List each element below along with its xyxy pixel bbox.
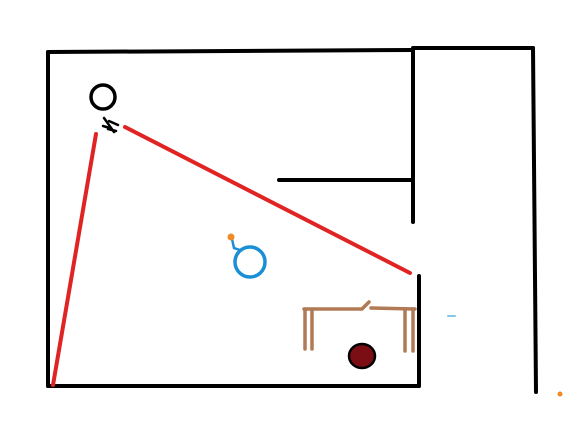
laser-beam-left <box>51 132 98 387</box>
turret-icon <box>101 116 120 134</box>
portal-marker-dot <box>227 233 235 241</box>
portal-icon <box>227 233 267 279</box>
portal-ring <box>233 245 267 279</box>
table-top-crack <box>361 300 371 310</box>
room-walls <box>46 46 538 394</box>
ball-icon <box>347 342 377 370</box>
table <box>302 300 417 353</box>
player-head <box>89 83 117 111</box>
dot-marker-icon <box>557 391 563 397</box>
table-top-right <box>369 306 417 311</box>
laser-beams <box>51 125 412 387</box>
laser-beam-diagonal <box>123 125 412 275</box>
wall-top-left <box>46 48 415 54</box>
portal-stem <box>230 237 242 252</box>
player-figure-icon <box>89 83 117 111</box>
wall-corridor-right <box>531 46 538 394</box>
